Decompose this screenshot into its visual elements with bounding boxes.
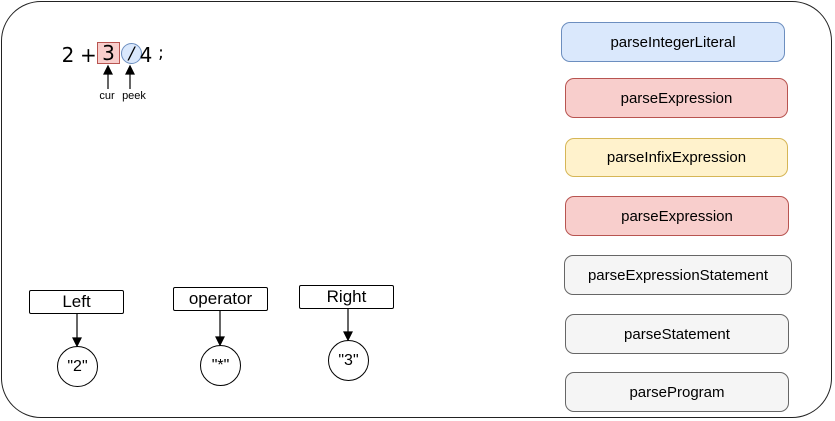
peek-pointer-arrowhead — [125, 64, 135, 75]
stack-frame-label: parseExpression — [620, 89, 733, 107]
stack-frame-parse-infix-expression: parseInfixExpression — [565, 138, 788, 177]
field-operator-value-text: "*" — [211, 356, 230, 374]
field-right-label: Right — [326, 287, 367, 306]
stack-frame-label: parseIntegerLiteral — [610, 33, 736, 51]
operator-value-arrowhead — [215, 336, 225, 347]
stack-frame-parse-expression-statement: parseExpressionStatement — [564, 255, 792, 295]
left-value-arrowhead — [72, 337, 82, 348]
field-right-value-text: "3" — [338, 351, 359, 369]
token-plus: + — [80, 43, 97, 67]
stack-frame-parse-expression: parseExpression — [565, 78, 788, 118]
token-2: 2 — [61, 43, 75, 67]
field-operator: operator — [173, 287, 268, 311]
field-left: Left — [29, 290, 124, 314]
field-right: Right — [299, 285, 394, 309]
cur-pointer-arrowhead — [103, 64, 113, 75]
peek-pointer-label: peek — [122, 90, 146, 102]
token-slash: / — [128, 44, 135, 64]
cur-token-highlight — [97, 42, 120, 64]
token-3: 3 — [102, 41, 115, 65]
stack-frame-parse-program: parseProgram — [565, 372, 789, 412]
stack-frame-label: parseExpression — [621, 207, 733, 225]
stack-frame-parse-statement: parseStatement — [565, 314, 789, 354]
stack-frame-label: parseStatement — [624, 325, 730, 343]
token-semicolon: ; — [158, 43, 164, 63]
stack-frame-label: parseExpressionStatement — [587, 266, 769, 284]
stack-frame-label: parseProgram — [629, 383, 725, 401]
stack-frame-label: parseInfixExpression — [606, 149, 747, 166]
field-left-label: Left — [62, 292, 91, 311]
field-left-value: "2" — [57, 346, 98, 387]
peek-token-highlight — [121, 43, 142, 64]
stack-frame-parse-expression: parseExpression — [565, 196, 789, 236]
token-4: 4 — [139, 43, 153, 67]
stack-frame-parse-integer-literal: parseIntegerLiteral — [561, 22, 785, 62]
right-value-arrowhead — [343, 331, 353, 342]
field-left-value-text: "2" — [67, 357, 88, 375]
cur-pointer-label: cur — [99, 90, 115, 102]
field-right-value: "3" — [328, 340, 369, 381]
field-operator-label: operator — [188, 289, 253, 308]
field-operator-value: "*" — [200, 345, 241, 386]
